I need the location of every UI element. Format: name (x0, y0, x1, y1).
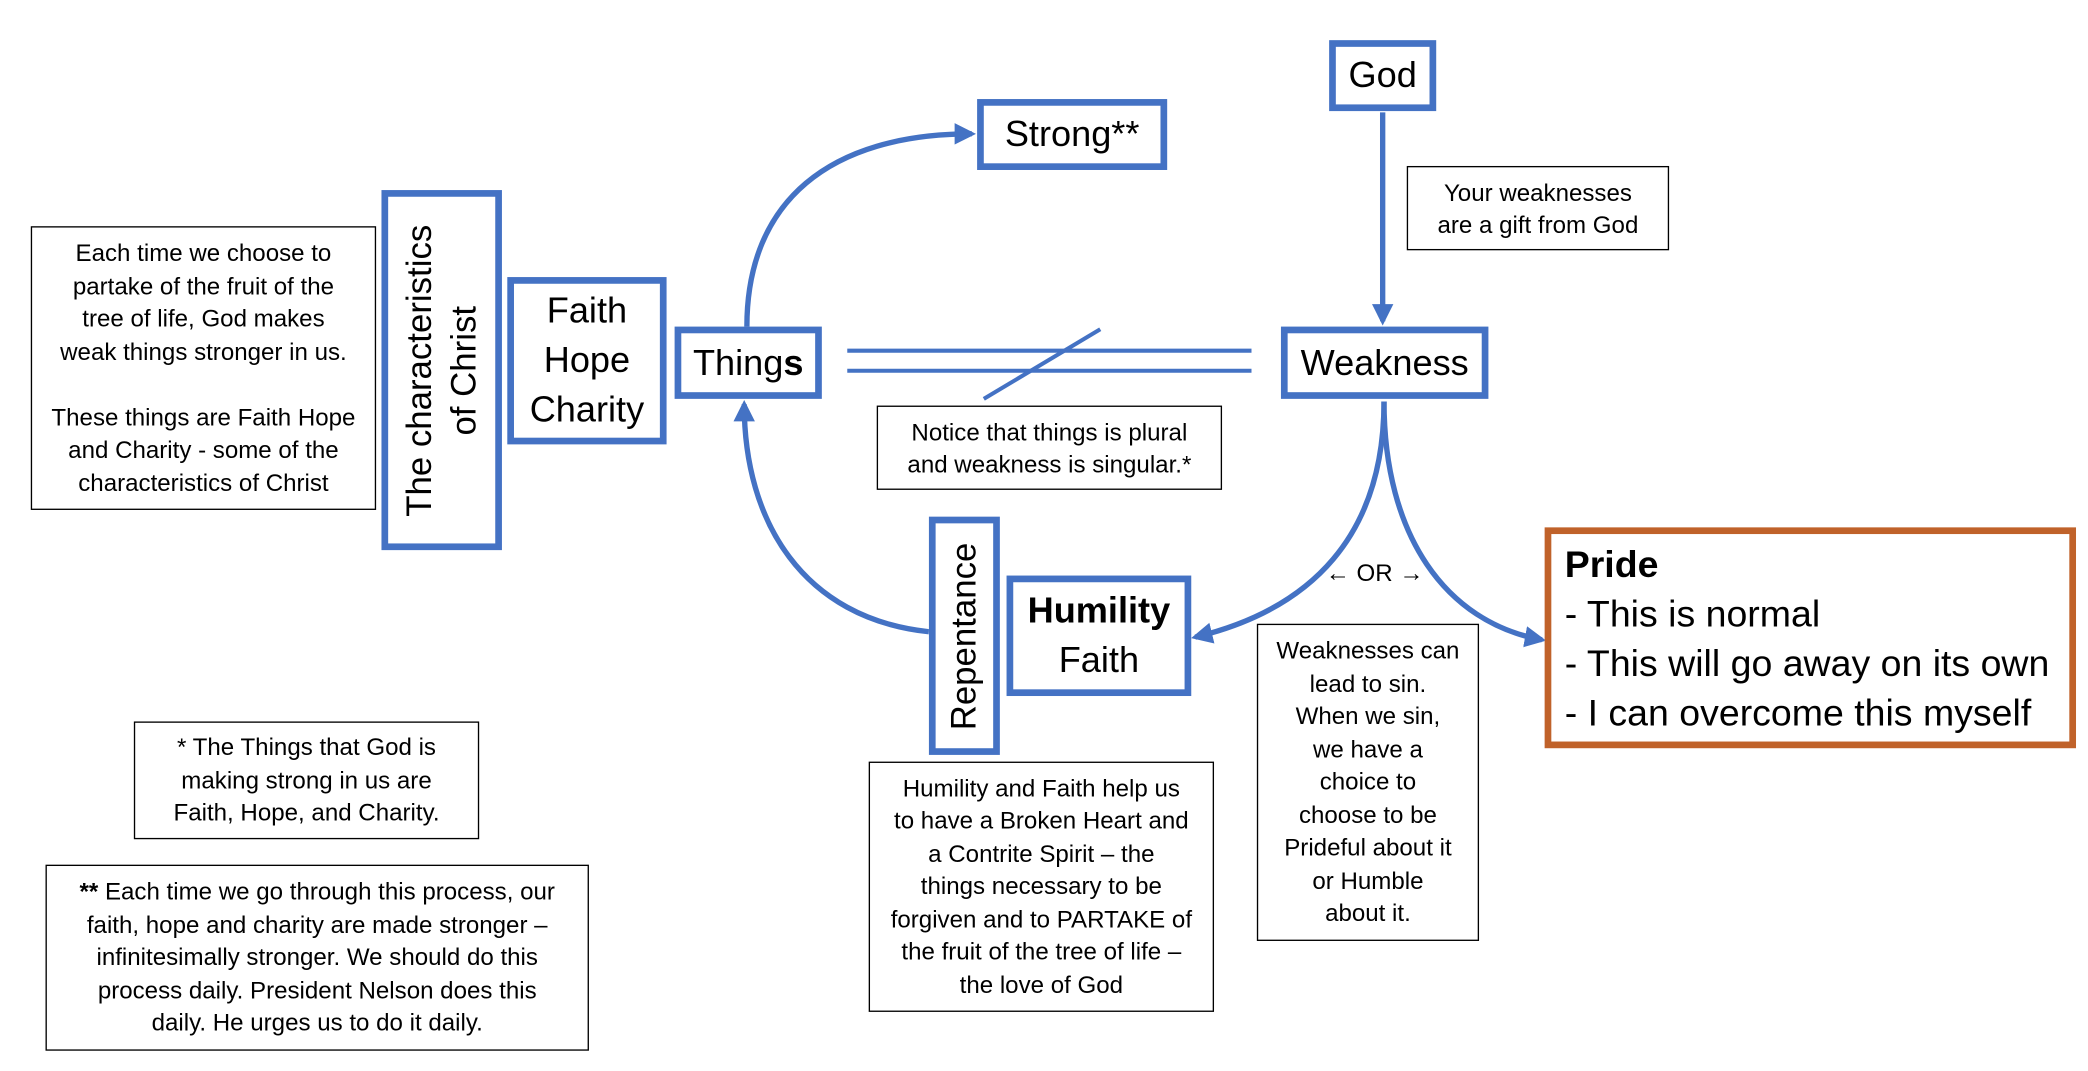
fruit-note-line-6: These things are Faith Hope (51, 403, 356, 431)
things-node: Things (674, 326, 822, 399)
things-label-bold: s (783, 341, 804, 383)
fhc-charity: Charity (529, 389, 645, 430)
sin-note-line-6: choose to be (1298, 801, 1437, 829)
pride-title: Pride (1564, 542, 1659, 585)
gift-note: Your weaknesses are a gift from God (1406, 165, 1670, 251)
double-star-line-3: infinitesimally stronger. We should do t… (96, 943, 538, 971)
repentance-text: Repentance (944, 542, 985, 730)
fruit-note-line-2: partake of the fruit of the (72, 272, 335, 300)
humility-note-line-2: to have a Broken Heart and (894, 807, 1189, 835)
star-note: * The Things that God is making strong i… (133, 721, 480, 840)
star-note-line-3: Faith, Hope, and Charity. (173, 799, 440, 827)
pride-line-2: - This will go away on its own (1564, 641, 2050, 684)
fhc-hope: Hope (543, 339, 631, 381)
humility-note-line-1: Humility and Faith help us (902, 774, 1180, 802)
star-note-line-2: making strong in us are (181, 766, 432, 794)
god-label: God (1348, 54, 1417, 96)
double-star-prefix: ** (79, 878, 99, 906)
humility-note-line-7: the love of God (959, 971, 1124, 999)
star-note-line-1: * The Things that God is (177, 733, 436, 761)
pride-node: Pride - This is normal - This will go aw… (1544, 527, 2077, 749)
humility-note-line-3: a Contrite Spirit – the (928, 840, 1155, 868)
plural-note-line-1: Notice that things is plural (911, 418, 1188, 446)
humility-note-line-6: the fruit of the tree of life – (901, 938, 1182, 966)
double-star-line-1-text: Each time we go through this process, ou… (98, 878, 555, 906)
repentance-label: Repentance (943, 541, 984, 730)
not-equal-slash (982, 327, 1102, 401)
double-star-line-4: process daily. President Nelson does thi… (97, 976, 537, 1004)
faith-label: Faith (1058, 639, 1140, 680)
fruit-note-line-3: tree of life, God makes (82, 305, 325, 332)
humility-faith-node: Humility Faith (1006, 575, 1192, 697)
strong-node: Strong** (977, 99, 1168, 170)
arrow-weakness-to-humility (1191, 401, 1387, 644)
double-star-line-2: faith, hope and charity are made stronge… (86, 911, 548, 938)
characteristics-text: The characteristics of Christ (398, 224, 486, 516)
sin-note-line-2: lead to sin. (1309, 670, 1427, 698)
repentance-node: Repentance (928, 516, 1000, 755)
plural-note: Notice that things is plural and weaknes… (876, 405, 1223, 490)
fruit-note: Each time we choose to partake of the fr… (30, 226, 377, 510)
double-star-note: ** Each time we go through this process,… (45, 864, 589, 1051)
things-label-base: Thing (692, 341, 784, 383)
fhc-faith: Faith (546, 290, 628, 331)
sin-note-line-3: When we sin, (1295, 703, 1441, 730)
sin-note-line-8: or Humble (1312, 867, 1424, 894)
fruit-note-line-4: weak things stronger in us. (60, 337, 347, 365)
characteristics-node: The characteristics of Christ (381, 190, 502, 551)
or-label: ← OR → (1325, 559, 1424, 587)
humility-note-line-5: forgiven and to PARTAKE of (890, 905, 1193, 933)
sin-note-line-9: about it. (1325, 899, 1411, 927)
humility-note: Humility and Faith help us to have a Bro… (868, 761, 1215, 1012)
double-star-line-1: ** Each time we go through this process,… (79, 876, 554, 909)
sin-note: Weaknesses can lead to sin. When we sin,… (1256, 623, 1480, 941)
sin-note-line-4: we have a (1313, 735, 1423, 763)
gift-note-line-2: are a gift from God (1437, 210, 1639, 238)
pride-line-1: - This is normal (1564, 592, 1821, 634)
sin-note-line-7: Prideful about it (1284, 834, 1452, 861)
god-node: God (1329, 40, 1437, 112)
sin-note-line-5: choice to (1319, 768, 1417, 796)
pride-line-3: - I can overcome this myself (1564, 691, 2032, 733)
strong-label: Strong** (1004, 113, 1140, 154)
humility-label: Humility (1027, 590, 1171, 631)
arrow-repentance-to-things (733, 399, 930, 635)
things-label: Things (693, 342, 804, 383)
sin-note-line-1: Weaknesses can (1276, 637, 1460, 665)
double-star-line-5: daily. He urges us to do it daily. (151, 1009, 483, 1037)
arrow-weakness-to-pride (1381, 401, 1547, 648)
weakness-node: Weakness (1280, 326, 1489, 399)
plural-note-line-2: and weakness is singular.* (907, 450, 1192, 478)
fruit-note-line-7: and Charity - some of the (68, 436, 339, 464)
faith-hope-charity-node: Faith Hope Charity (507, 277, 667, 445)
weakness-label: Weakness (1300, 341, 1469, 383)
gift-note-line-1: Your weaknesses (1443, 178, 1632, 206)
characteristics-line-1: The characteristics (398, 224, 440, 517)
fruit-note-line-1: Each time we choose to (75, 239, 332, 267)
characteristics-line-2: of Christ (443, 305, 484, 435)
humility-note-line-4: things necessary to be (920, 873, 1162, 900)
arrow-things-to-strong (744, 123, 977, 327)
fruit-note-line-8: characteristics of Christ (78, 469, 329, 496)
